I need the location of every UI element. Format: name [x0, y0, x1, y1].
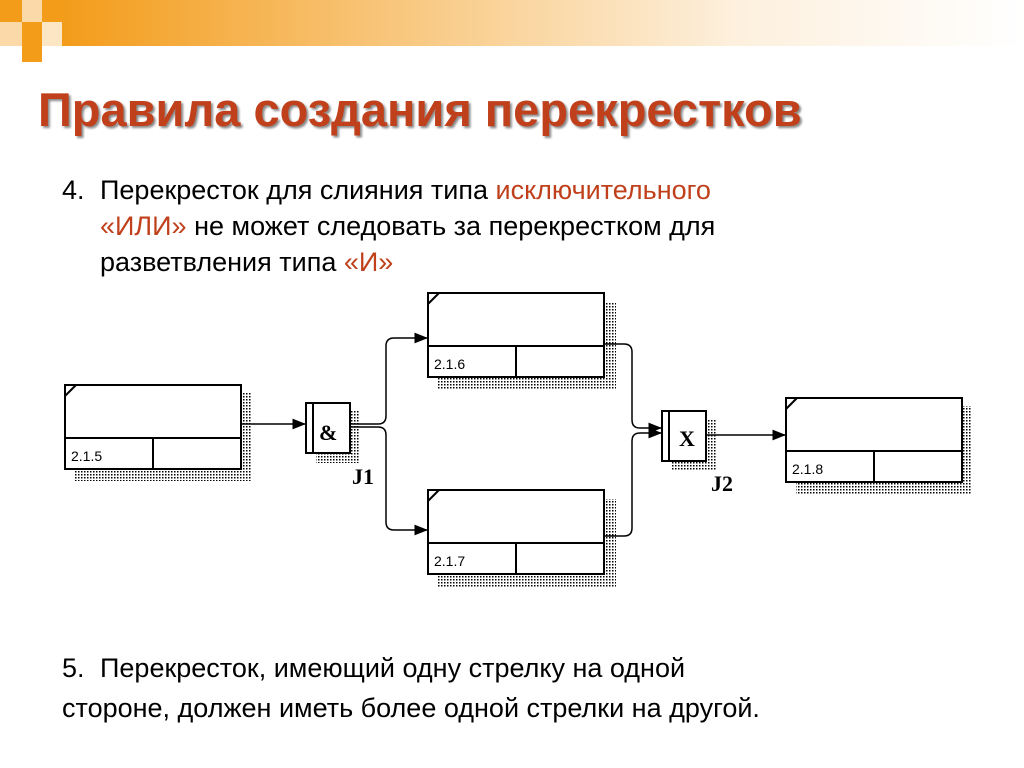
- arrow-216-to-j2: [604, 343, 662, 434]
- decor-square-orange-4: [22, 46, 42, 62]
- box-number-2-1-5: 2.1.5: [71, 448, 102, 464]
- uob-box-2-1-5: 2.1.5: [64, 384, 251, 481]
- rule-5-line-1: 5. Перекресток, имеющий одну стрелку на о…: [62, 648, 982, 688]
- decor-square-pale-2: [0, 22, 22, 46]
- arrow-217-to-j2: [604, 427, 662, 537]
- header-gradient-bar: [62, 0, 1024, 46]
- junction-j1-label-text: J1: [352, 464, 374, 489]
- uob-box-2-1-8: 2.1.8: [785, 397, 972, 494]
- rule-4-text-1: Перекресток для слияния типа: [100, 175, 496, 205]
- uob-box-2-1-6: 2.1.6: [427, 292, 616, 390]
- decor-square-orange-1: [0, 0, 22, 22]
- arrow-j1-to-217: [350, 426, 428, 536]
- junction-j2-label: J2: [711, 471, 733, 496]
- junction-j2-symbol: X: [679, 426, 695, 451]
- junction-j1: & J2 J1: [305, 402, 374, 489]
- junction-j2: X J2: [661, 410, 733, 496]
- rule-4-highlight-exclusive: исключительного: [495, 175, 711, 205]
- rule-5-line-2: стороне, должен иметь более одной стрелк…: [62, 693, 760, 723]
- decor-square-pale-3: [42, 22, 62, 46]
- rule-4: 4. Перекресток для слияния типа исключите…: [62, 172, 962, 280]
- arrow-j1-to-216: [350, 332, 428, 425]
- rule-4-text-3: разветвления типа: [100, 247, 344, 277]
- box-number-2-1-7: 2.1.7: [434, 553, 465, 569]
- rule-4-highlight-and: «И»: [343, 247, 394, 277]
- junction-j1-symbol: &: [319, 420, 337, 445]
- rule-4-highlight-or: «ИЛИ»: [100, 211, 187, 241]
- uob-box-2-1-7: 2.1.7: [427, 489, 616, 587]
- link-arrows: [241, 332, 786, 537]
- rule-4-text-2: не может следовать за перекрестком для: [186, 211, 716, 241]
- decor-square-orange-2: [42, 0, 62, 22]
- rule-4-line-2: «ИЛИ» не может следовать за перекрестком…: [62, 208, 962, 244]
- rule-4-line-3: разветвления типа «И»: [62, 244, 962, 280]
- rule-5-text-1: Перекресток, имеющий одну стрелку на одн…: [100, 653, 686, 683]
- rule-4-line-1: 4. Перекресток для слияния типа исключите…: [62, 172, 962, 208]
- slide-title: Правила создания перекрестков: [38, 83, 802, 136]
- box-number-2-1-8: 2.1.8: [792, 461, 823, 477]
- decor-square-pale-1: [22, 0, 42, 22]
- rule-5: 5. Перекресток, имеющий одну стрелку на о…: [62, 648, 982, 728]
- rule-4-number: 4.: [62, 175, 85, 205]
- rule-5-number: 5.: [62, 653, 85, 683]
- box-number-2-1-6: 2.1.6: [434, 356, 465, 372]
- decor-square-orange-3: [22, 22, 42, 46]
